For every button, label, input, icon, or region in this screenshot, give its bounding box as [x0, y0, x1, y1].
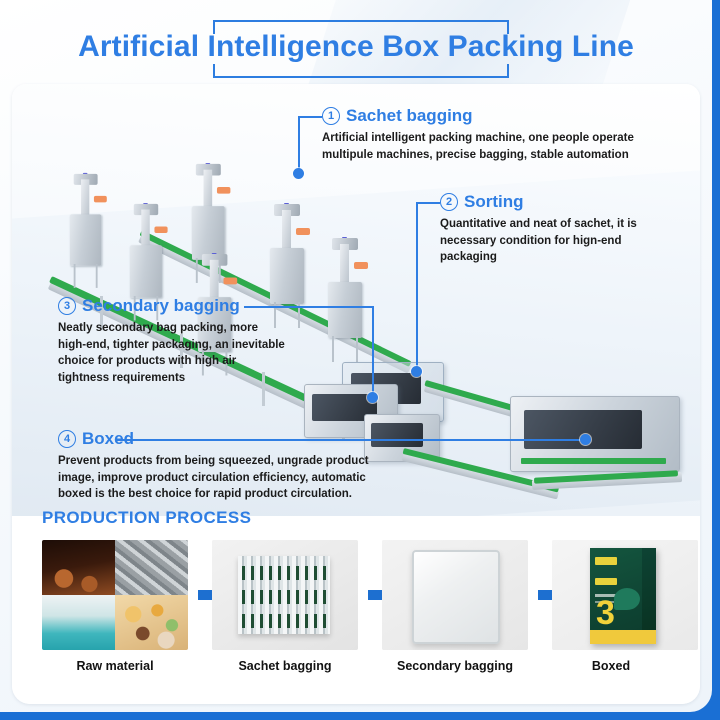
callout-sorting: 2 Sorting Quantitative and neat of sache…	[440, 192, 680, 266]
production-process-heading: PRODUCTION PROCESS	[42, 508, 252, 527]
leader-line-2-horizontal	[416, 202, 440, 204]
callout-2-head: 2 Sorting	[440, 192, 680, 212]
callout-4-number: 4	[58, 430, 76, 448]
callout-1-number: 1	[322, 107, 340, 125]
callout-2-body: Quantitative and neat of sachet, it is n…	[440, 218, 637, 264]
callout-1-head: 1 Sachet bagging	[322, 106, 682, 126]
sachet-stack-photo	[238, 556, 330, 634]
raw-material-liquid-photo	[42, 595, 115, 650]
conveyor-leg	[180, 334, 183, 368]
product-box-number: 3	[596, 594, 615, 632]
process-step-4-caption: Boxed	[591, 659, 631, 673]
leader-dot-3	[367, 392, 378, 403]
leader-line-2-vertical	[416, 202, 418, 372]
thumbnail-boxed: 3	[552, 540, 698, 650]
production-line-illustration: 1 Sachet bagging Artificial intelligent …	[12, 84, 700, 516]
process-step-secondary-bagging: Secondary bagging	[382, 540, 528, 673]
page-title-wrap: Artificial Intelligence Box Packing Line	[0, 16, 712, 78]
leader-dot-2	[411, 366, 422, 377]
leader-line-3-horizontal	[244, 306, 374, 308]
boxing-machine	[510, 396, 680, 472]
callout-1-title: Sachet bagging	[346, 106, 473, 125]
callout-secondary-bagging: 3 Secondary bagging Neatly secondary bag…	[58, 296, 288, 387]
page-inner: Artificial Intelligence Box Packing Line	[0, 0, 712, 712]
process-step-boxed: 3 Boxed	[524, 540, 698, 673]
process-step-2-caption: Sachet bagging	[238, 659, 332, 673]
thumbnail-secondary-bagging	[382, 540, 528, 650]
page-title: Artificial Intelligence Box Packing Line	[78, 30, 634, 63]
callout-2-title: Sorting	[464, 192, 524, 211]
callout-1-body: Artificial intelligent packing machine, …	[322, 132, 634, 161]
process-step-3-caption: Secondary bagging	[397, 659, 513, 673]
leader-line-1-vertical	[298, 116, 300, 172]
process-step-1-caption: Raw material	[76, 659, 154, 673]
callout-4-body: Prevent products from being squeezed, un…	[58, 455, 369, 501]
callout-boxed: 4 Boxed Prevent products from being sque…	[58, 429, 388, 503]
raw-material-snack-photo	[115, 595, 188, 650]
callout-3-title: Secondary bagging	[82, 296, 240, 315]
callout-sachet-bagging: 1 Sachet bagging Artificial intelligent …	[322, 106, 682, 163]
thumbnail-raw-material	[42, 540, 188, 650]
content-card: 1 Sachet bagging Artificial intelligent …	[12, 84, 700, 704]
callout-4-head: 4 Boxed	[58, 429, 388, 449]
secondary-bag-photo	[412, 550, 500, 644]
leader-line-1-horizontal	[298, 116, 322, 118]
leader-dot-4	[580, 434, 591, 445]
conveyor-leg	[100, 296, 103, 330]
product-box-photo: 3	[590, 548, 656, 644]
thumbnail-sachet-bagging	[212, 540, 358, 650]
process-step-raw-material: Raw material	[42, 540, 188, 673]
callout-3-number: 3	[58, 297, 76, 315]
leader-line-4-horizontal	[116, 439, 586, 441]
title-decorative-frame	[213, 20, 509, 78]
callout-3-body: Neatly secondary bag packing, more high-…	[58, 322, 285, 385]
conveyor-leg	[262, 372, 265, 406]
raw-material-powder-photo	[42, 540, 115, 595]
callout-3-head: 3 Secondary bagging	[58, 296, 288, 316]
callout-2-number: 2	[440, 193, 458, 211]
raw-material-granule-photo	[115, 540, 188, 595]
process-step-sachet-bagging: Sachet bagging	[212, 540, 358, 673]
production-process-section: PRODUCTION PROCESS Raw material	[12, 508, 700, 704]
leader-line-3-vertical	[372, 306, 374, 398]
leader-dot-1	[293, 168, 304, 179]
callout-4-title: Boxed	[82, 429, 134, 448]
